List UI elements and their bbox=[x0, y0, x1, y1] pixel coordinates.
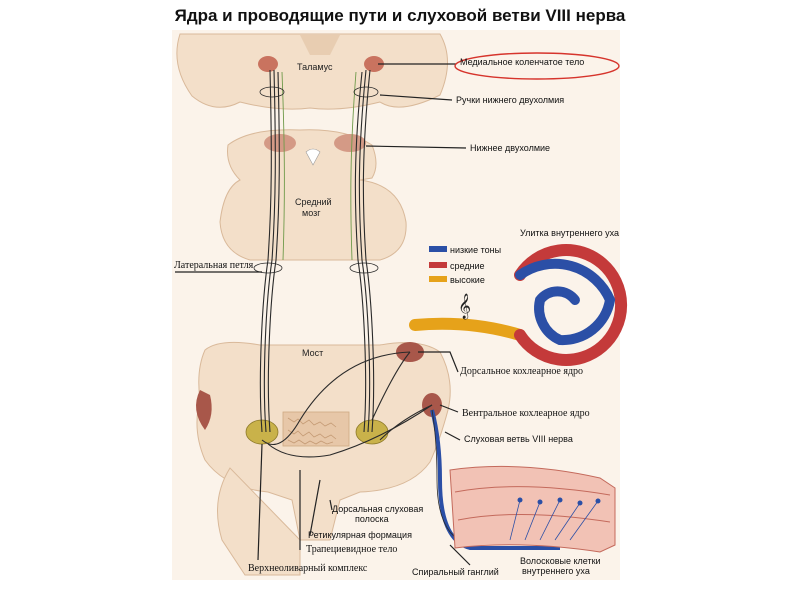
inferior-colliculus-left bbox=[264, 134, 296, 152]
spiral-ganglion-label: Спиральный ганглий bbox=[412, 567, 499, 577]
legend-swatch-low bbox=[429, 246, 447, 252]
auditory-branch-label: Слуховая ветвь VIII нерва bbox=[464, 434, 573, 444]
cochlea-spiral bbox=[409, 244, 628, 366]
ventral-cochlear-label: Вентральное кохлеарное ядро bbox=[462, 408, 590, 419]
highlight-circle bbox=[454, 52, 620, 80]
hair-cells-label-line2: внутреннего уха bbox=[522, 566, 590, 576]
reticular-formation-label: Ретикулярная формация bbox=[308, 530, 412, 540]
superior-olive-label: Верхнеоливарный комплекс bbox=[248, 563, 368, 574]
music-note-icon: 𝄞 bbox=[458, 293, 471, 319]
cochlea-section bbox=[449, 465, 616, 553]
lateral-lemniscus-label: Латеральная петля bbox=[174, 260, 254, 271]
dorsal-stria-label-line1: Дорсальная слуховая bbox=[332, 504, 423, 514]
arm-ring-left bbox=[259, 86, 285, 98]
dorsal-cochlear-label: Дорсальное кохлеарное ядро bbox=[460, 366, 583, 377]
medial-geniculate-label: Медиальное коленчатое тело bbox=[460, 57, 584, 67]
hair-cells-label-line1: Волосковые клетки bbox=[520, 556, 601, 566]
lateral-lemniscus-pathways bbox=[259, 69, 433, 458]
page-title: Ядра и проводящие пути и слуховой ветви … bbox=[174, 6, 626, 25]
legend-label-high: высокие bbox=[450, 275, 485, 285]
leader-lines bbox=[175, 63, 471, 566]
green-accent-pathways bbox=[281, 71, 357, 261]
inferior-colliculus-right bbox=[334, 134, 366, 152]
trapezoid-body-label: Трапециевидное тело bbox=[306, 544, 397, 555]
pons-side-nucleus bbox=[196, 390, 212, 430]
medial-geniculate-nucleus-right bbox=[364, 56, 384, 72]
inferior-colliculus-arm-label: Ручки нижнего двухолмия bbox=[456, 95, 564, 105]
lateral-lemniscus-ring-right bbox=[349, 262, 379, 274]
legend-swatch-mid bbox=[429, 262, 447, 268]
medial-geniculate-nucleus-left bbox=[258, 56, 278, 72]
legend-swatch-high bbox=[429, 276, 447, 282]
arm-ring-right bbox=[353, 86, 379, 98]
inferior-colliculus-label: Нижнее двухолмие bbox=[470, 143, 550, 153]
reticular-formation-area bbox=[282, 411, 350, 447]
pons-label: Мост bbox=[302, 348, 323, 358]
lateral-lemniscus-ring-left bbox=[253, 262, 283, 274]
dorsal-stria-label-line2: полоска bbox=[355, 514, 389, 524]
thalamus-label: Таламус bbox=[297, 62, 333, 72]
legend-label-low: низкие тоны bbox=[450, 245, 501, 255]
midbrain-label-line1: Средний bbox=[295, 197, 332, 207]
midbrain-label-line2: мозг bbox=[302, 208, 321, 218]
legend-label-mid: средние bbox=[450, 261, 485, 271]
thalamus-section bbox=[176, 33, 448, 110]
cochlea-title: Улитка внутреннего уха bbox=[520, 228, 619, 238]
